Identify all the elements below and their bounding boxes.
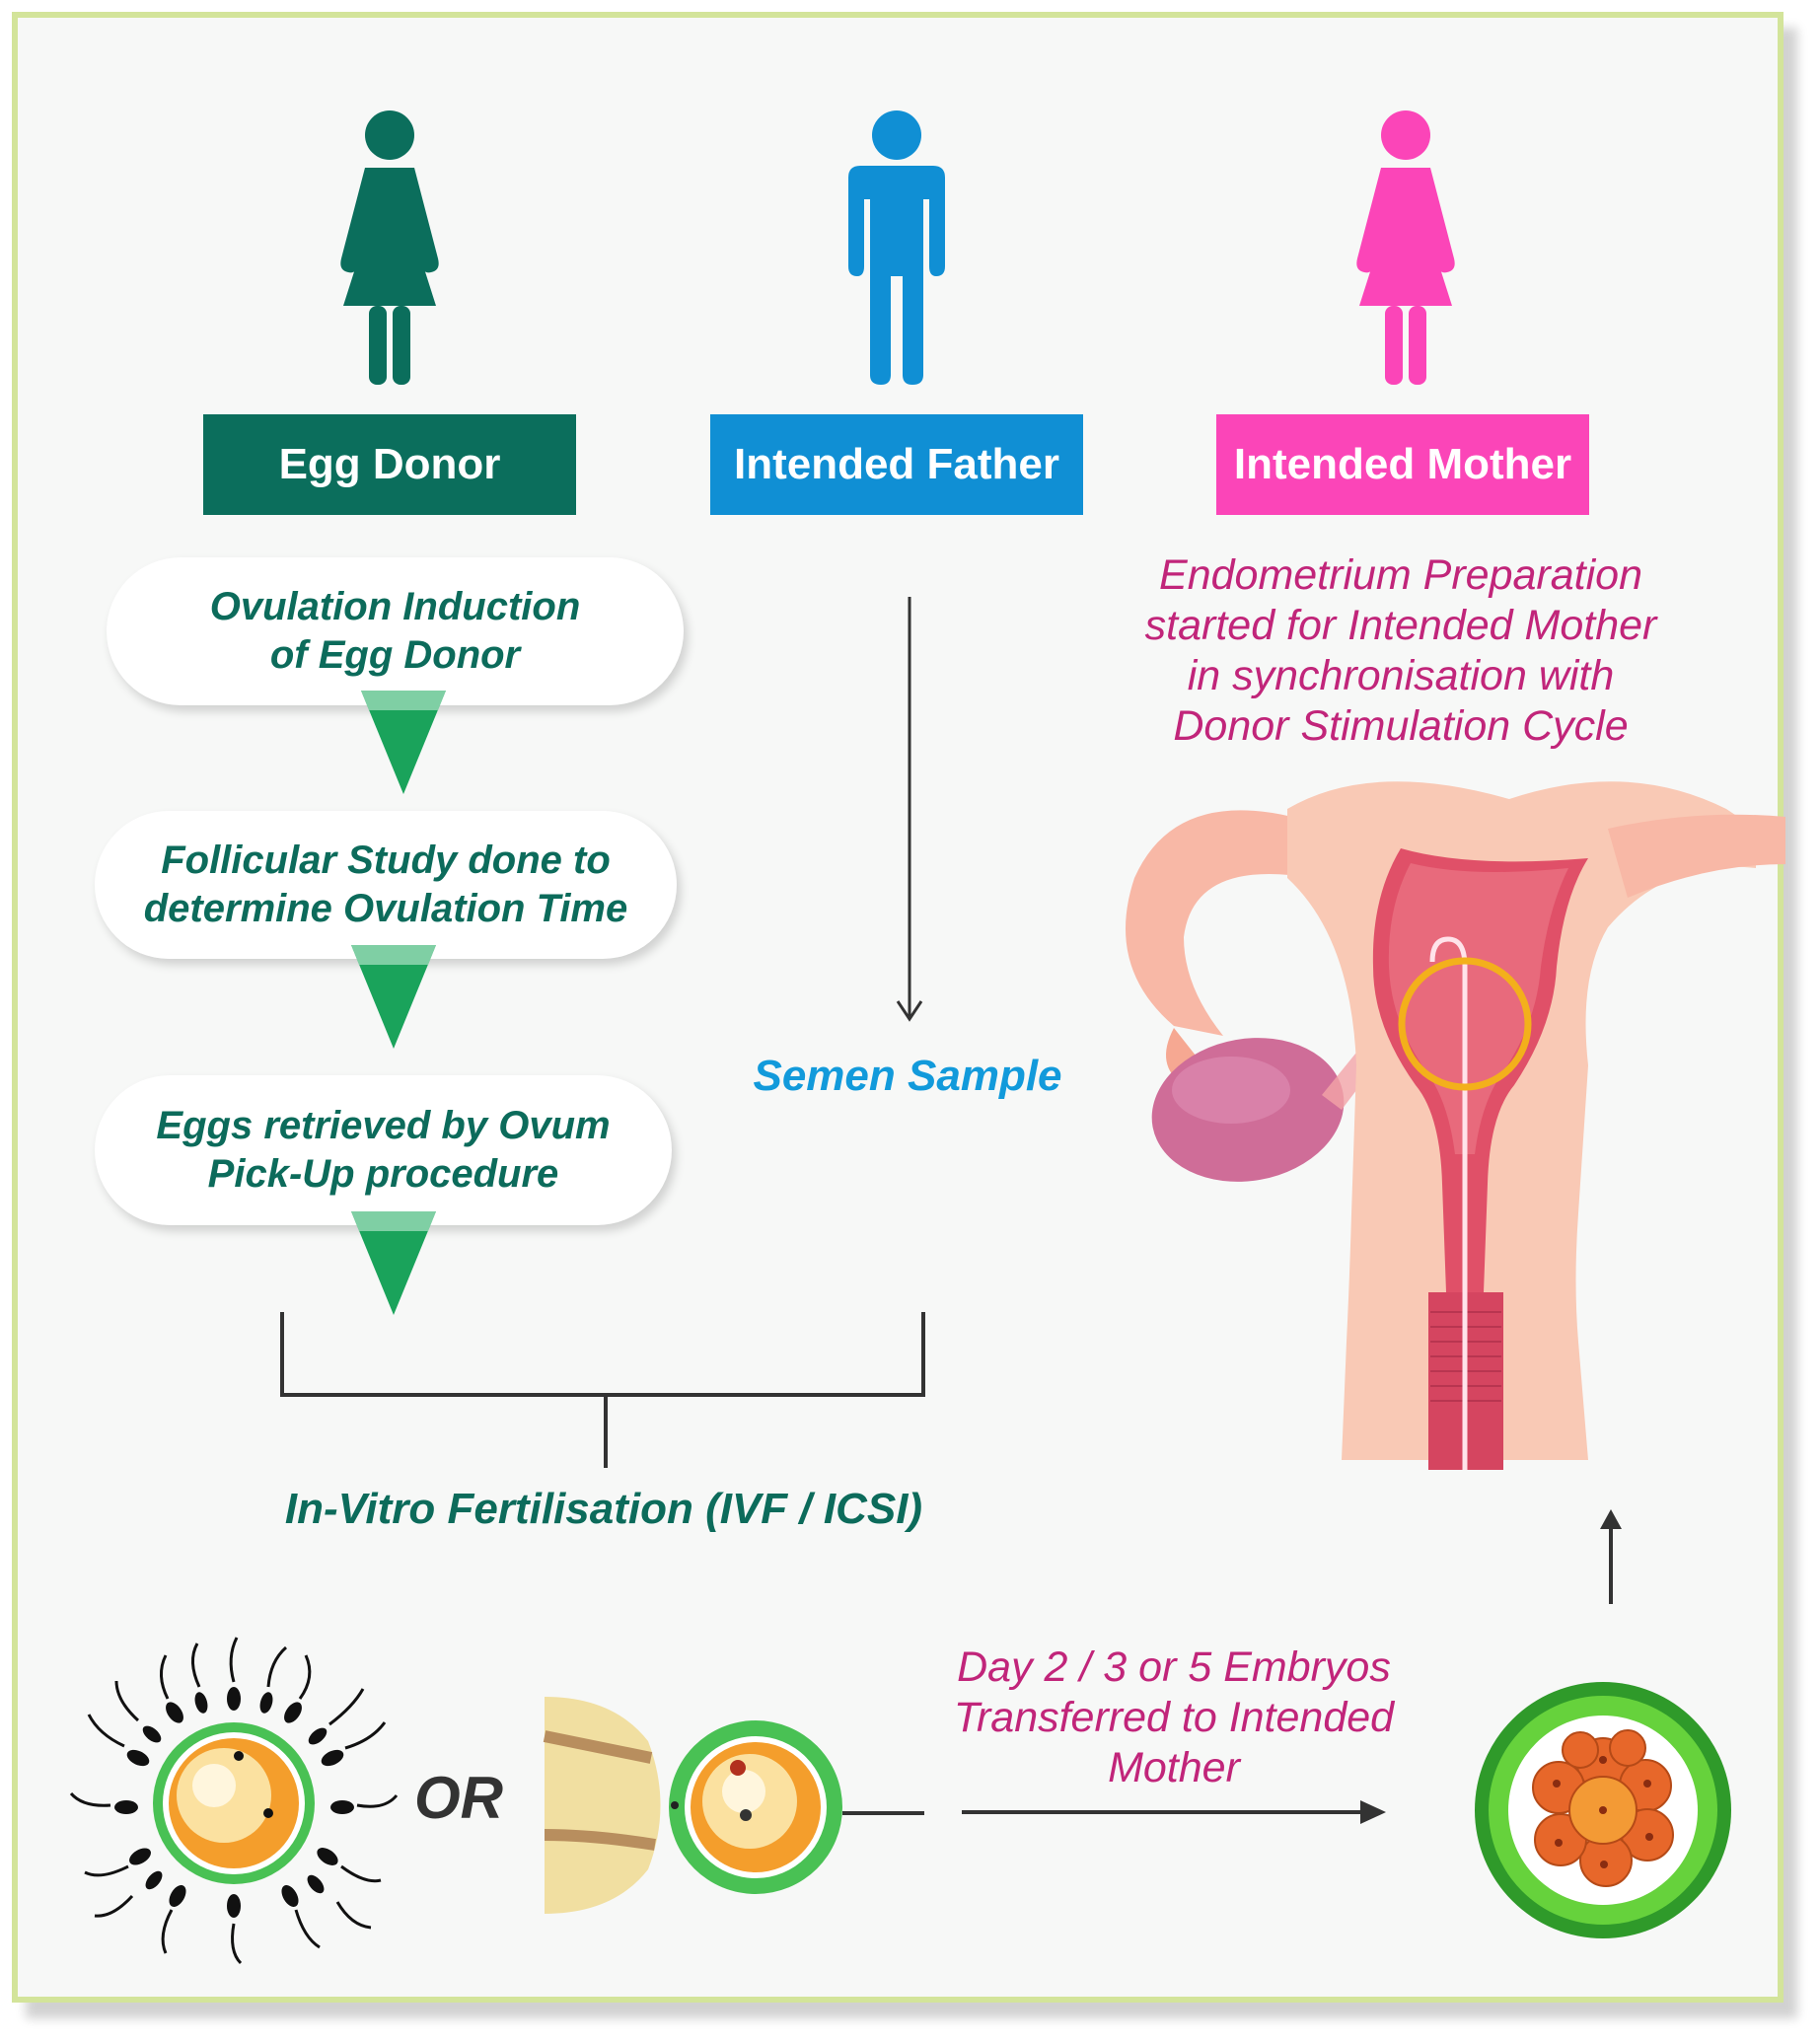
ivf-connector-bracket bbox=[280, 1312, 925, 1468]
intended-mother-label-text: Intended Mother bbox=[1233, 440, 1572, 488]
donor-step: Follicular Study done to determine Ovula… bbox=[95, 811, 677, 959]
uterus-illustration bbox=[1126, 781, 1785, 1470]
donor-step: Ovulation Induction of Egg Donor bbox=[107, 557, 684, 705]
up-arrow-icon bbox=[1600, 1509, 1622, 1604]
transfer-text-line: Mother bbox=[1108, 1744, 1240, 1791]
donor-step-line: Ovulation Induction bbox=[209, 585, 581, 628]
endometrium-text-line: Endometrium Preparation bbox=[1159, 551, 1642, 599]
endometrium-text-line: Donor Stimulation Cycle bbox=[1173, 702, 1629, 750]
or-label: OR bbox=[414, 1765, 503, 1831]
transfer-text: Day 2 / 3 or 5 Embryos Transferred to In… bbox=[868, 1642, 1480, 1793]
transfer-text-line: Transferred to Intended bbox=[953, 1694, 1395, 1741]
intended-mother-label: Intended Mother bbox=[1216, 414, 1589, 515]
embryo-icon bbox=[1475, 1682, 1731, 1938]
right-arrow-icon bbox=[962, 1800, 1386, 1824]
donor-step-line: determine Ovulation Time bbox=[143, 887, 628, 930]
egg-with-sperm-icon bbox=[69, 1637, 399, 1965]
down-triangle-arrow-icon bbox=[351, 945, 436, 1049]
intended-father-label-text: Intended Father bbox=[733, 440, 1060, 488]
donor-step: Eggs retrieved by Ovum Pick-Up procedure bbox=[95, 1075, 672, 1225]
endometrium-text: Endometrium Preparation started for Inte… bbox=[1065, 550, 1736, 752]
icsi-injection-icon bbox=[543, 1697, 924, 1914]
female-person-icon bbox=[1356, 110, 1455, 385]
donor-step-line: Pick-Up procedure bbox=[207, 1152, 559, 1196]
donor-step-text: Follicular Study done to determine Ovula… bbox=[129, 837, 641, 933]
down-arrow-icon bbox=[896, 597, 923, 1022]
female-person-icon bbox=[340, 110, 439, 385]
male-person-icon bbox=[848, 110, 945, 385]
egg-donor-label: Egg Donor bbox=[203, 414, 576, 515]
intended-father-label: Intended Father bbox=[710, 414, 1083, 515]
donor-step-line: Eggs retrieved by Ovum bbox=[156, 1104, 611, 1147]
donor-step-text: Eggs retrieved by Ovum Pick-Up procedure bbox=[129, 1102, 637, 1199]
donor-step-line: of Egg Donor bbox=[269, 633, 521, 677]
endometrium-text-line: started for Intended Mother bbox=[1144, 602, 1657, 649]
donor-step-line: Follicular Study done to bbox=[161, 839, 611, 882]
ivf-label: In-Vitro Fertilisation (IVF / ICSI) bbox=[284, 1485, 923, 1533]
egg-donor-label-text: Egg Donor bbox=[278, 440, 501, 488]
semen-sample-text: Semen Sample bbox=[753, 1052, 1062, 1100]
transfer-text-line: Day 2 / 3 or 5 Embryos bbox=[957, 1643, 1391, 1691]
down-triangle-arrow-icon bbox=[351, 1211, 436, 1315]
endometrium-text-line: in synchronisation with bbox=[1187, 652, 1615, 699]
down-triangle-arrow-icon bbox=[361, 691, 446, 794]
donor-step-text: Ovulation Induction of Egg Donor bbox=[141, 583, 649, 680]
